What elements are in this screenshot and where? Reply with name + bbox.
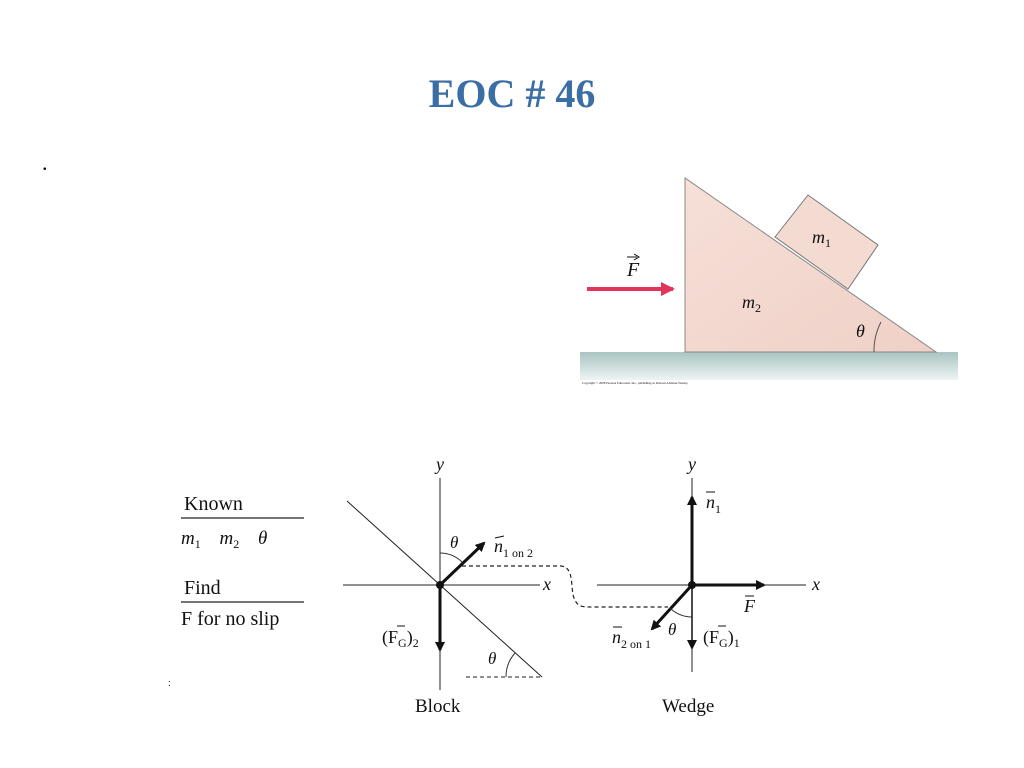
find-text: F for no slip [181, 608, 279, 630]
wedge-theta: θ [668, 620, 676, 639]
block-diagram: y x θ θ n1 on 2 (FG)2 Block [343, 454, 551, 717]
force-label: F [626, 259, 640, 281]
block-top-angle-arc [439, 552, 463, 563]
wedge-caption: Wedge [662, 696, 714, 717]
known-items: m1 m2 θ [181, 528, 267, 553]
gravity-block-label: (FG)2 [382, 627, 419, 650]
normal-2-on-1-label: n2 on 1 [612, 627, 651, 651]
block-x-label: x [542, 574, 551, 594]
wedge-force-label: F [743, 596, 756, 616]
angle-arc [873, 321, 882, 353]
gravity-wedge-label: (FG)1 [703, 627, 740, 650]
wedge-m2 [684, 177, 938, 353]
known-heading: Known [184, 493, 243, 515]
normal-1-on-2-label: n1 on 2 [494, 536, 533, 560]
block-bottom-theta: θ [488, 649, 496, 668]
incline-surface [346, 500, 543, 678]
known-find-box: Known m1 m2 θ Find F for no slip : [168, 493, 304, 689]
block-top-theta: θ [450, 533, 458, 552]
stray-mark: : [168, 678, 171, 689]
wedge-label: m2 [742, 292, 761, 315]
normal-1-on-2-vector-mark [494, 535, 505, 539]
angle-label: θ [856, 321, 865, 341]
slide-title: EOC # 46 [428, 71, 596, 116]
copyright-note: Copyright © 2008 Pearson Education, Inc.… [582, 380, 688, 386]
block-bottom-angle-arc [505, 652, 516, 678]
wedge-x-label: x [811, 574, 820, 594]
normal-2-on-1-arrow [650, 583, 694, 631]
wedge-y-label: y [686, 454, 696, 474]
normal-1-on-2-arrow [438, 541, 486, 587]
top-figure: F m1 m2 θ Copyright © 2008 Pearson Educa… [580, 177, 958, 386]
block-y-label: y [434, 454, 444, 474]
block-caption: Block [415, 696, 461, 717]
bullet-mark: . [42, 150, 48, 175]
block-origin-dot [436, 581, 444, 589]
block-m1 [774, 194, 879, 290]
floor [580, 352, 958, 380]
action-reaction-link [462, 565, 668, 608]
wedge-diagram: y x n1 F n2 on 1 θ (FG)1 Wedge [597, 454, 820, 717]
normal-1-label: n1 [706, 492, 721, 516]
wedge-origin-dot [688, 581, 696, 589]
block-label: m1 [812, 227, 831, 250]
find-heading: Find [184, 577, 221, 599]
known-m1: m [181, 528, 195, 549]
force-vector-mark-head [633, 253, 640, 261]
wedge-angle-arc [669, 607, 693, 618]
